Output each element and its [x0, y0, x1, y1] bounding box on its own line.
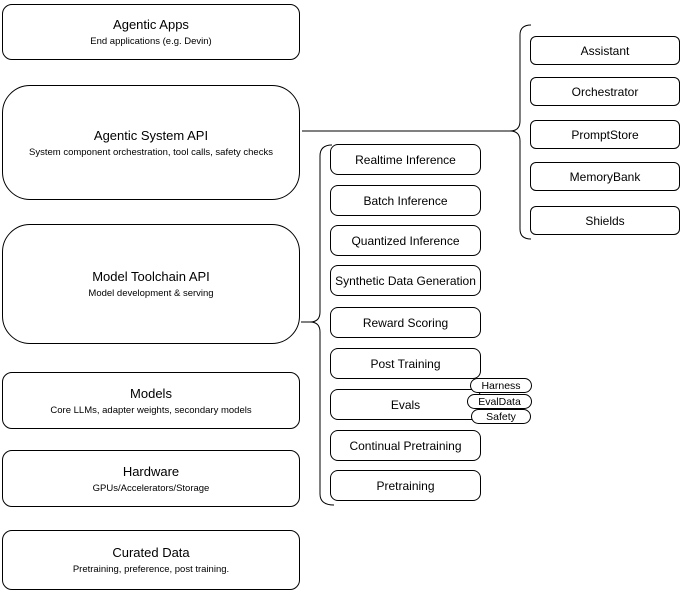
- tag-harness: Harness: [470, 378, 532, 393]
- node-models: Models Core LLMs, adapter weights, secon…: [2, 372, 300, 429]
- node-label: Realtime Inference: [355, 152, 456, 167]
- node-label: MemoryBank: [569, 169, 641, 184]
- node-label: Post Training: [370, 356, 441, 371]
- node-title: Curated Data: [112, 545, 190, 560]
- node-label: Shields: [585, 213, 625, 228]
- node-subtitle: Core LLMs, adapter weights, secondary mo…: [50, 404, 252, 416]
- node-label: Evals: [390, 397, 421, 412]
- tag-label: Harness: [481, 379, 521, 392]
- tag-evaldata: EvalData: [467, 394, 532, 409]
- node-synthetic-data-generation: Synthetic Data Generation: [330, 265, 481, 296]
- node-shields: Shields: [530, 206, 680, 235]
- node-label: PromptStore: [571, 127, 639, 142]
- node-title: Models: [130, 385, 172, 401]
- node-subtitle: GPUs/Accelerators/Storage: [92, 482, 210, 494]
- node-label: Synthetic Data Generation: [335, 273, 476, 288]
- node-subtitle: System component orchestration, tool cal…: [29, 146, 273, 158]
- node-label: Batch Inference: [363, 193, 448, 208]
- tag-label: EvalData: [478, 395, 521, 408]
- system-components-brace: [509, 24, 532, 240]
- node-curated-data: Curated Data Pretraining, preference, po…: [2, 530, 300, 590]
- node-assistant: Assistant: [530, 36, 680, 65]
- tag-label: Safety: [486, 410, 516, 423]
- node-title: Model Toolchain API: [92, 269, 210, 284]
- node-subtitle: Pretraining, preference, post training.: [72, 564, 230, 575]
- node-title: Agentic System API: [93, 127, 209, 143]
- node-quantized-inference: Quantized Inference: [330, 225, 481, 256]
- node-title: Hardware: [122, 463, 180, 479]
- node-agentic-system-api: Agentic System API System component orch…: [2, 85, 300, 200]
- node-model-toolchain-api: Model Toolchain API Model development & …: [2, 224, 300, 344]
- node-subtitle: Model development & serving: [88, 288, 214, 299]
- node-title: Agentic Apps: [113, 17, 189, 32]
- node-orchestrator: Orchestrator: [530, 77, 680, 106]
- node-label: Assistant: [580, 43, 630, 58]
- node-batch-inference: Batch Inference: [330, 185, 481, 216]
- node-post-training: Post Training: [330, 348, 481, 379]
- toolchain-brace: [309, 144, 335, 506]
- node-label: Orchestrator: [571, 84, 639, 99]
- node-hardware: Hardware GPUs/Accelerators/Storage: [2, 450, 300, 507]
- node-label: Continual Pretraining: [349, 438, 462, 453]
- node-label: Reward Scoring: [362, 315, 449, 330]
- node-memorybank: MemoryBank: [530, 162, 680, 191]
- node-subtitle: End applications (e.g. Devin): [90, 36, 212, 47]
- tag-safety: Safety: [471, 409, 531, 424]
- node-agentic-apps: Agentic Apps End applications (e.g. Devi…: [2, 4, 300, 60]
- node-evals: Evals: [330, 389, 481, 420]
- node-continual-pretraining: Continual Pretraining: [330, 430, 481, 461]
- node-realtime-inference: Realtime Inference: [330, 144, 481, 175]
- node-reward-scoring: Reward Scoring: [330, 307, 481, 338]
- node-label: Quantized Inference: [351, 233, 460, 248]
- node-pretraining: Pretraining: [330, 470, 481, 501]
- node-promptstore: PromptStore: [530, 120, 680, 149]
- node-label: Pretraining: [376, 478, 435, 493]
